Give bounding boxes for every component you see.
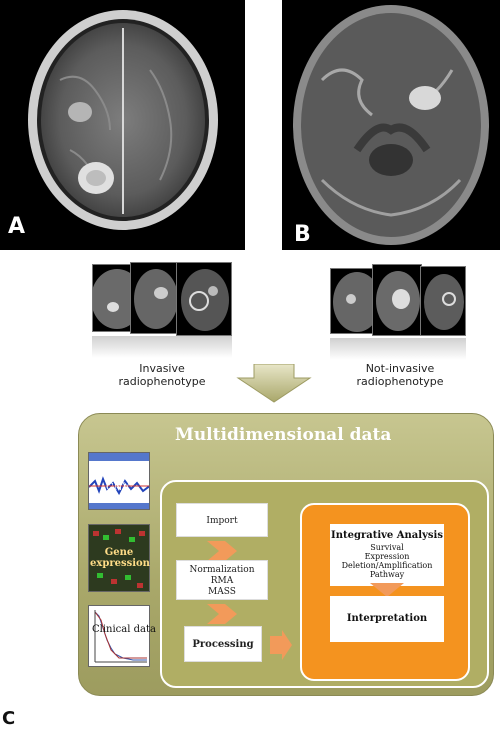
clinical-data-tile [88,605,150,667]
processing-box: Processing [184,626,262,662]
survival-label: Survival [370,543,404,552]
step-arrow-icon [207,604,237,624]
mass-label: MASS [208,587,236,597]
import-box: Import [176,503,268,537]
invasive-reflection [92,336,232,358]
down-arrow-icon [236,364,312,403]
normalization-label: Normalization [189,565,255,575]
processing-label: Processing [192,639,254,650]
not-invasive-thumbnail-3 [420,266,466,336]
integrative-analysis-box: Integrative Analysis Survival Expression… [330,524,444,586]
panel-label-a: A [8,214,26,239]
rma-label: RMA [210,576,234,586]
interpretation-box: Interpretation [330,596,444,642]
pathway-label: Pathway [369,570,405,579]
normalization-box: Normalization RMA MASS [176,560,268,600]
not-invasive-caption: Not-invasive radiophenotype [356,362,444,388]
panel-title: Multidimensional data [175,425,392,445]
not-invasive-thumbnail-1 [330,268,376,334]
expression-label: Expression [364,552,410,561]
not-invasive-thumbnail-2 [372,264,422,336]
integrative-analysis-title: Integrative Analysis [331,530,443,541]
deletion-amplification-label: Deletion/Amplification [341,561,433,570]
invasive-thumbnail-1 [92,264,132,332]
mri-image-a [0,0,245,250]
invasive-thumbnail-3 [176,262,232,336]
invasive-caption: Invasive radiophenotype [118,362,206,388]
mri-image-b [282,0,500,250]
panel-label-c: C [2,708,16,729]
import-label: Import [206,516,238,526]
not-invasive-reflection [330,338,466,360]
invasive-thumbnail-2 [130,262,180,334]
cnv-label: CNV [106,482,130,493]
panel-label-b: B [294,222,311,247]
cnv-tile [88,452,150,510]
right-arrow-icon [270,630,292,660]
down-arrow-icon [370,583,404,597]
step-arrow-icon [207,541,237,561]
clinical-data-label: Clinical data [92,624,156,635]
gene-expression-label: Gene expression [90,547,150,569]
interpretation-label: Interpretation [346,613,428,624]
gene-expression-tile [88,524,150,592]
